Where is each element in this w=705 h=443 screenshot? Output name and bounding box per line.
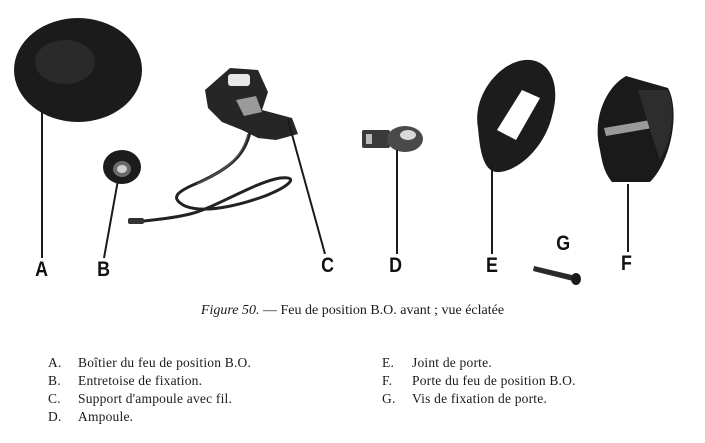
legend-item-b: B. Entretoise de fixation. — [48, 373, 203, 388]
part-b-spacer — [103, 150, 141, 184]
legend-item-a: A. Boîtier du feu de position B.O. — [48, 355, 252, 370]
part-d-bulb — [362, 126, 423, 152]
legend-left-column: A. Boîtier du feu de position B.O. B. En… — [48, 354, 251, 426]
part-g-screw — [533, 266, 581, 285]
leader-lines — [41, 110, 629, 259]
legend-right-column: E. Joint de porte. F. Porte du feu de po… — [382, 354, 576, 408]
legend-item-e: E. Joint de porte. — [382, 355, 492, 370]
figure-caption: Figure 50. — Feu de position B.O. avant … — [0, 303, 705, 319]
caption-dash: — — [263, 303, 278, 318]
legend-item-c: C. Support d'ampoule avec fil. — [48, 391, 233, 406]
caption-text: Feu de position B.O. avant ; vue éclatée — [280, 303, 505, 318]
part-label-c: C — [321, 254, 335, 277]
part-label-a: A — [35, 258, 49, 281]
legend-item-d: D. Ampoule. — [48, 409, 134, 424]
part-label-g: G — [556, 232, 571, 255]
part-a-housing — [14, 18, 142, 122]
part-label-b: B — [97, 258, 111, 281]
legend-item-f: F. Porte du feu de position B.O. — [382, 373, 576, 388]
part-label-f: F — [620, 252, 632, 275]
figure-number: Figure 50. — [200, 303, 260, 318]
part-c-bulb-holder — [128, 68, 298, 224]
exploded-view-drawing — [14, 18, 674, 285]
legend-item-g: G. Vis de fixation de porte. — [382, 391, 548, 406]
part-e-gasket — [477, 59, 556, 173]
part-label-d: D — [389, 254, 403, 277]
exploded-view-figure: A B C D E F G — [14, 18, 674, 285]
part-label-e: E — [486, 254, 498, 277]
part-f-door — [597, 76, 674, 182]
